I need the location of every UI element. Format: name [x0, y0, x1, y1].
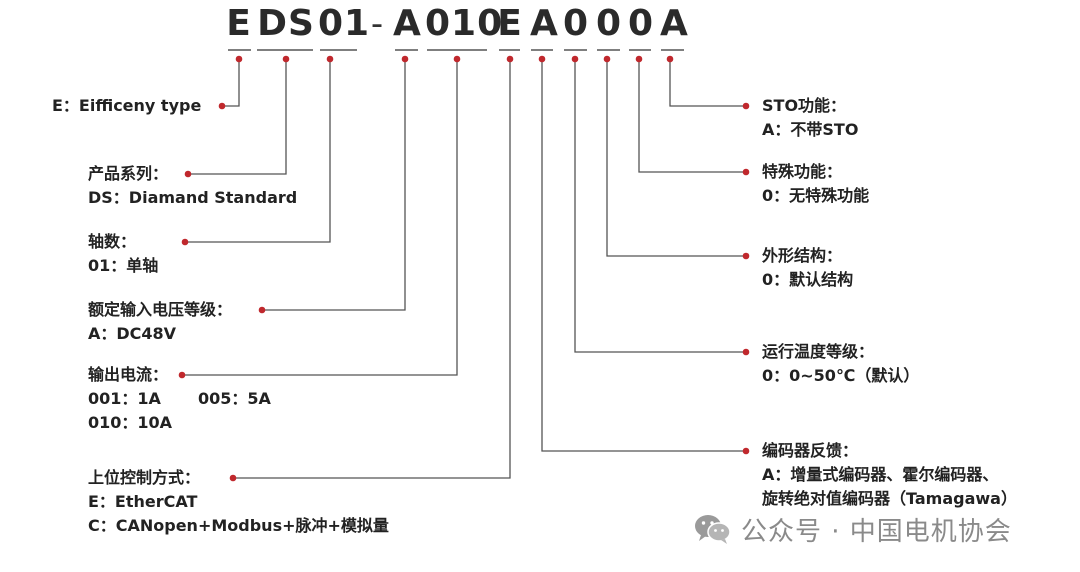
- dot-end-current: [178, 371, 186, 379]
- dot-top-010: [453, 55, 461, 63]
- label-series: 产品系列： DS：Diamand Standard: [88, 162, 297, 210]
- dot-top-01: [326, 55, 334, 63]
- special-title: 特殊功能：: [762, 162, 843, 181]
- dot-end-efficiency: [218, 102, 226, 110]
- temperature-value: 0：0~50℃（默认）: [762, 366, 920, 385]
- control-value-canopen: C：CANopen+Modbus+脉冲+模拟量: [88, 516, 389, 535]
- code-seg-ds: DS: [257, 3, 315, 44]
- dot-end-voltage: [258, 306, 266, 314]
- code-seg-a2: A: [530, 3, 559, 44]
- label-sto: STO功能： A：不带STO: [762, 94, 858, 142]
- current-row1: 001：1A 005：5A: [88, 387, 288, 411]
- code-seg-a3: A: [660, 3, 689, 44]
- label-shape: 外形结构： 0：默认结构: [762, 244, 853, 292]
- axis-title: 轴数：: [88, 232, 137, 251]
- leader-current: [182, 59, 458, 376]
- code-seg-0c: 0: [628, 3, 655, 44]
- dot-end-shape: [742, 252, 750, 260]
- dot-top-e2: [506, 55, 514, 63]
- dot-top-a: [401, 55, 409, 63]
- code-seg-dash: -: [370, 4, 384, 44]
- dot-end-encoder: [742, 447, 750, 455]
- current-value-001: 001：1A: [88, 389, 161, 408]
- code-seg-e2: E: [497, 3, 523, 44]
- label-control: 上位控制方式： E：EtherCAT C：CANopen+Modbus+脉冲+模…: [88, 466, 389, 538]
- voltage-title: 额定输入电压等级：: [88, 300, 233, 319]
- code-seg-a: A: [393, 3, 422, 44]
- encoder-value-2: 旋转绝对值编码器（Tamagawa）: [762, 489, 1017, 508]
- leader-efficiency: [222, 59, 240, 107]
- dot-end-axis: [181, 238, 189, 246]
- leader-series: [188, 59, 287, 175]
- dot-end-control: [229, 474, 237, 482]
- control-title: 上位控制方式：: [88, 468, 201, 487]
- dot-end-sto: [742, 102, 750, 110]
- code-seg-01: 01: [318, 3, 371, 44]
- code-seg-010: 010: [425, 3, 504, 44]
- label-special: 特殊功能： 0：无特殊功能: [762, 160, 869, 208]
- leader-voltage: [262, 59, 406, 311]
- dot-top-0a: [571, 55, 579, 63]
- watermark: 公众号 · 中国电机协会: [693, 507, 1012, 551]
- code-seg-e: E: [226, 3, 252, 44]
- control-value-ethercat: E：EtherCAT: [88, 492, 198, 511]
- series-value: DS：Diamand Standard: [88, 188, 298, 207]
- code-seg-0a: 0: [563, 3, 590, 44]
- series-title: 产品系列：: [88, 164, 169, 183]
- label-encoder: 编码器反馈： A：增量式编码器、霍尔编码器、 旋转绝对值编码器（Tamagawa…: [762, 439, 1017, 511]
- leader-encoder: [541, 59, 746, 452]
- dot-top-ds: [282, 55, 290, 63]
- sto-value: A：不带STO: [762, 120, 859, 139]
- label-voltage: 额定输入电压等级： A：DC48V: [88, 298, 232, 346]
- encoder-value-1: A：增量式编码器、霍尔编码器、: [762, 465, 999, 484]
- leader-temperature: [574, 59, 746, 353]
- temperature-title: 运行温度等级：: [762, 342, 875, 361]
- dot-top-0b: [603, 55, 611, 63]
- voltage-value: A：DC48V: [88, 324, 177, 343]
- label-temperature: 运行温度等级： 0：0~50℃（默认）: [762, 340, 919, 388]
- shape-title: 外形结构：: [762, 246, 843, 265]
- special-value: 0：无特殊功能: [762, 186, 870, 205]
- axis-value: 01：单轴: [88, 256, 159, 275]
- leader-sto: [669, 59, 746, 107]
- watermark-text: 公众号 · 中国电机协会: [741, 516, 1012, 547]
- leader-shape: [606, 59, 746, 257]
- dot-end-series: [184, 170, 192, 178]
- dot-top-a3: [666, 55, 674, 63]
- leader-special: [638, 59, 746, 173]
- label-efficiency: E：Eifficeny type: [52, 94, 201, 118]
- current-value-005: 005：5A: [198, 389, 271, 408]
- dot-end-temperature: [742, 348, 750, 356]
- efficiency-line: E：Eifficeny type: [52, 96, 202, 115]
- dot-top-0c: [635, 55, 643, 63]
- leader-axis: [185, 59, 331, 243]
- current-value-010: 010：10A: [88, 413, 173, 432]
- wechat-icon: [695, 515, 731, 544]
- dot-end-special: [742, 168, 750, 176]
- shape-value: 0：默认结构: [762, 270, 854, 289]
- sto-title: STO功能：: [762, 96, 847, 115]
- current-title: 输出电流：: [88, 365, 169, 384]
- label-axis: 轴数： 01：单轴: [88, 230, 158, 278]
- dot-top-a2: [538, 55, 546, 63]
- dot-top-e: [235, 55, 243, 63]
- code-seg-0b: 0: [596, 3, 623, 44]
- leader-control: [233, 59, 511, 479]
- label-current: 输出电流： 001：1A 005：5A 010：10A: [88, 363, 288, 435]
- encoder-title: 编码器反馈：: [762, 441, 859, 460]
